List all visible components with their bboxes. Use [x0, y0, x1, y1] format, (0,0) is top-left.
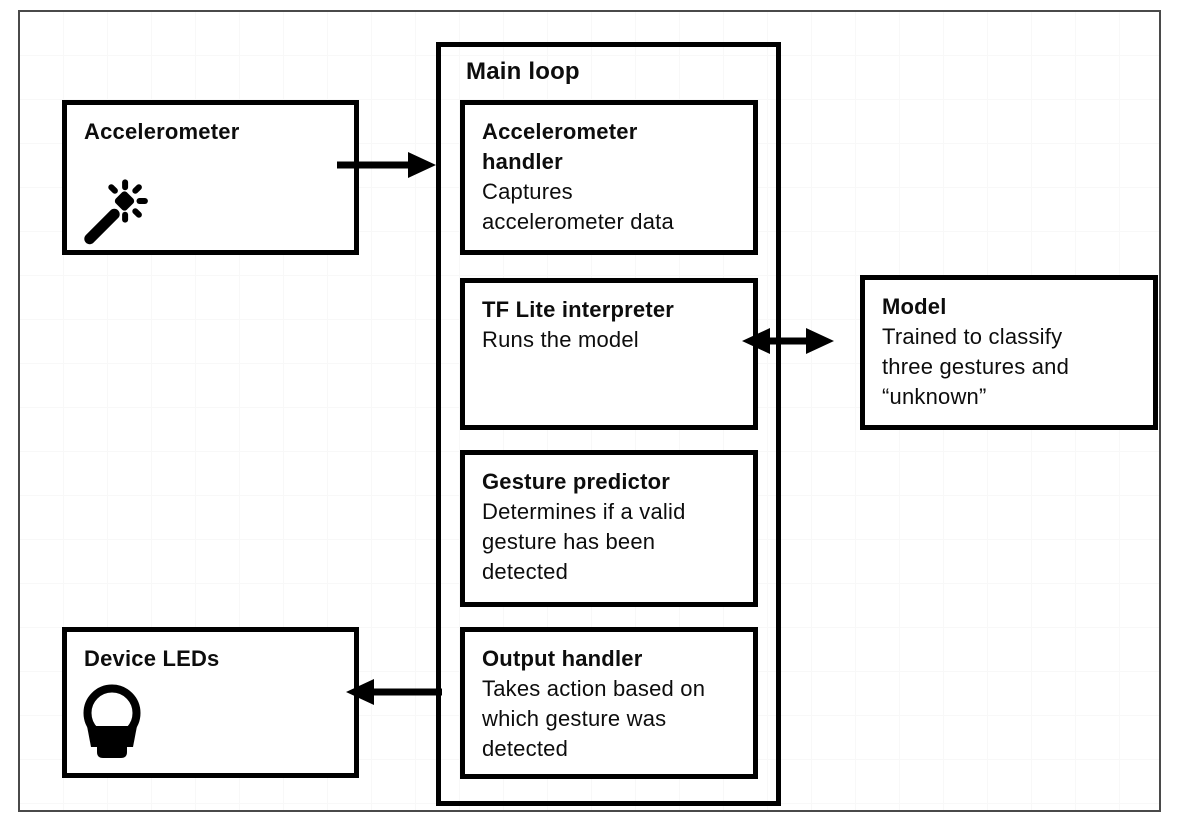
accelerometer-handler-description: Captures accelerometer data	[482, 179, 674, 234]
accelerometer-handler-node: Accelerometer handler Captures accelerom…	[460, 100, 758, 255]
gesture-predictor-title: Gesture predictor	[482, 469, 671, 494]
output-handler-description: Takes action based on which gesture was …	[482, 676, 706, 761]
output-handler-node: Output handler Takes action based on whi…	[460, 627, 758, 779]
tf-lite-interpreter-description: Runs the model	[482, 327, 639, 352]
gesture-predictor-node: Gesture predictor Determines if a valid …	[460, 450, 758, 607]
accelerometer-node: Accelerometer	[62, 100, 359, 255]
device-leds-title: Device LEDs	[84, 646, 220, 671]
accelerometer-handler-title: Accelerometer handler	[482, 119, 638, 174]
model-node: Model Trained to classify three gestures…	[860, 275, 1158, 430]
output-handler-title: Output handler	[482, 646, 643, 671]
tf-lite-interpreter-node: TF Lite interpreter Runs the model	[460, 278, 758, 430]
diagram-frame: Accelerometer Device LEDs	[18, 10, 1161, 812]
model-title: Model	[882, 294, 947, 319]
tf-lite-interpreter-title: TF Lite interpreter	[482, 297, 675, 322]
accelerometer-title: Accelerometer	[84, 119, 240, 144]
magic-wand-icon	[79, 177, 155, 249]
main-loop-container: Main loop Accelerometer handler Captures…	[436, 42, 781, 806]
main-loop-title: Main loop	[466, 58, 580, 85]
lightbulb-icon	[79, 684, 145, 760]
gesture-predictor-description: Determines if a valid gesture has been d…	[482, 499, 686, 584]
model-description: Trained to classify three gestures and “…	[882, 324, 1070, 409]
device-leds-node: Device LEDs	[62, 627, 359, 778]
